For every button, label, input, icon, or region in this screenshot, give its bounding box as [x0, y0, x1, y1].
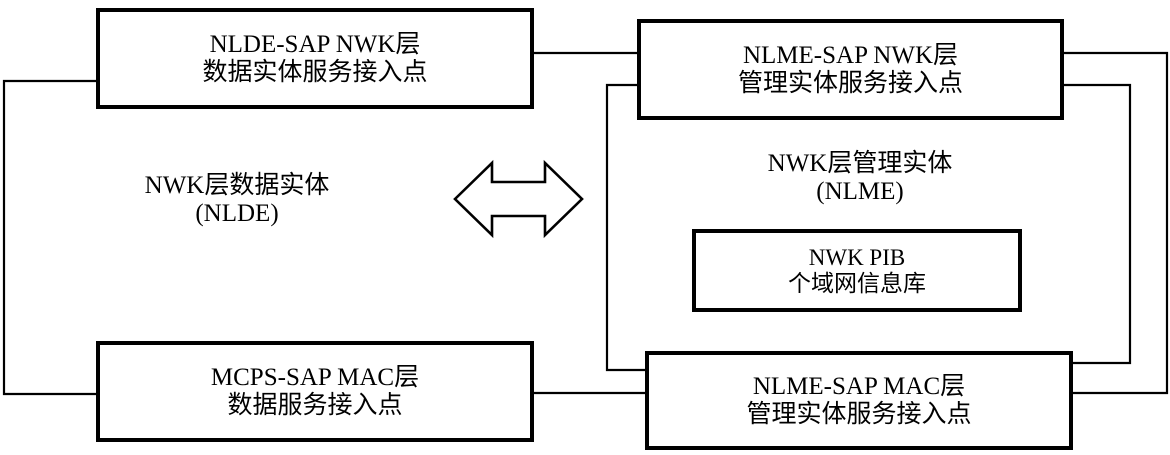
mcps-sap-box-outline[interactable] — [96, 341, 534, 442]
bidirectional-arrow-icon — [453, 159, 584, 239]
connector-right-inner — [1061, 83, 1132, 365]
nlme-sap-nwk-box-outline[interactable] — [637, 19, 1064, 120]
connector-right-outer — [1061, 51, 1169, 395]
diagram-boxes — [96, 8, 1073, 450]
connector-left-outer — [2, 79, 99, 396]
nwk-pib-box-outline[interactable] — [692, 229, 1022, 312]
nlme-sap-mac-box-outline[interactable] — [645, 351, 1073, 450]
connector-inner-left — [605, 83, 648, 372]
nlde-sap-box-outline[interactable] — [96, 8, 534, 109]
connector-lines — [2, 51, 1169, 396]
